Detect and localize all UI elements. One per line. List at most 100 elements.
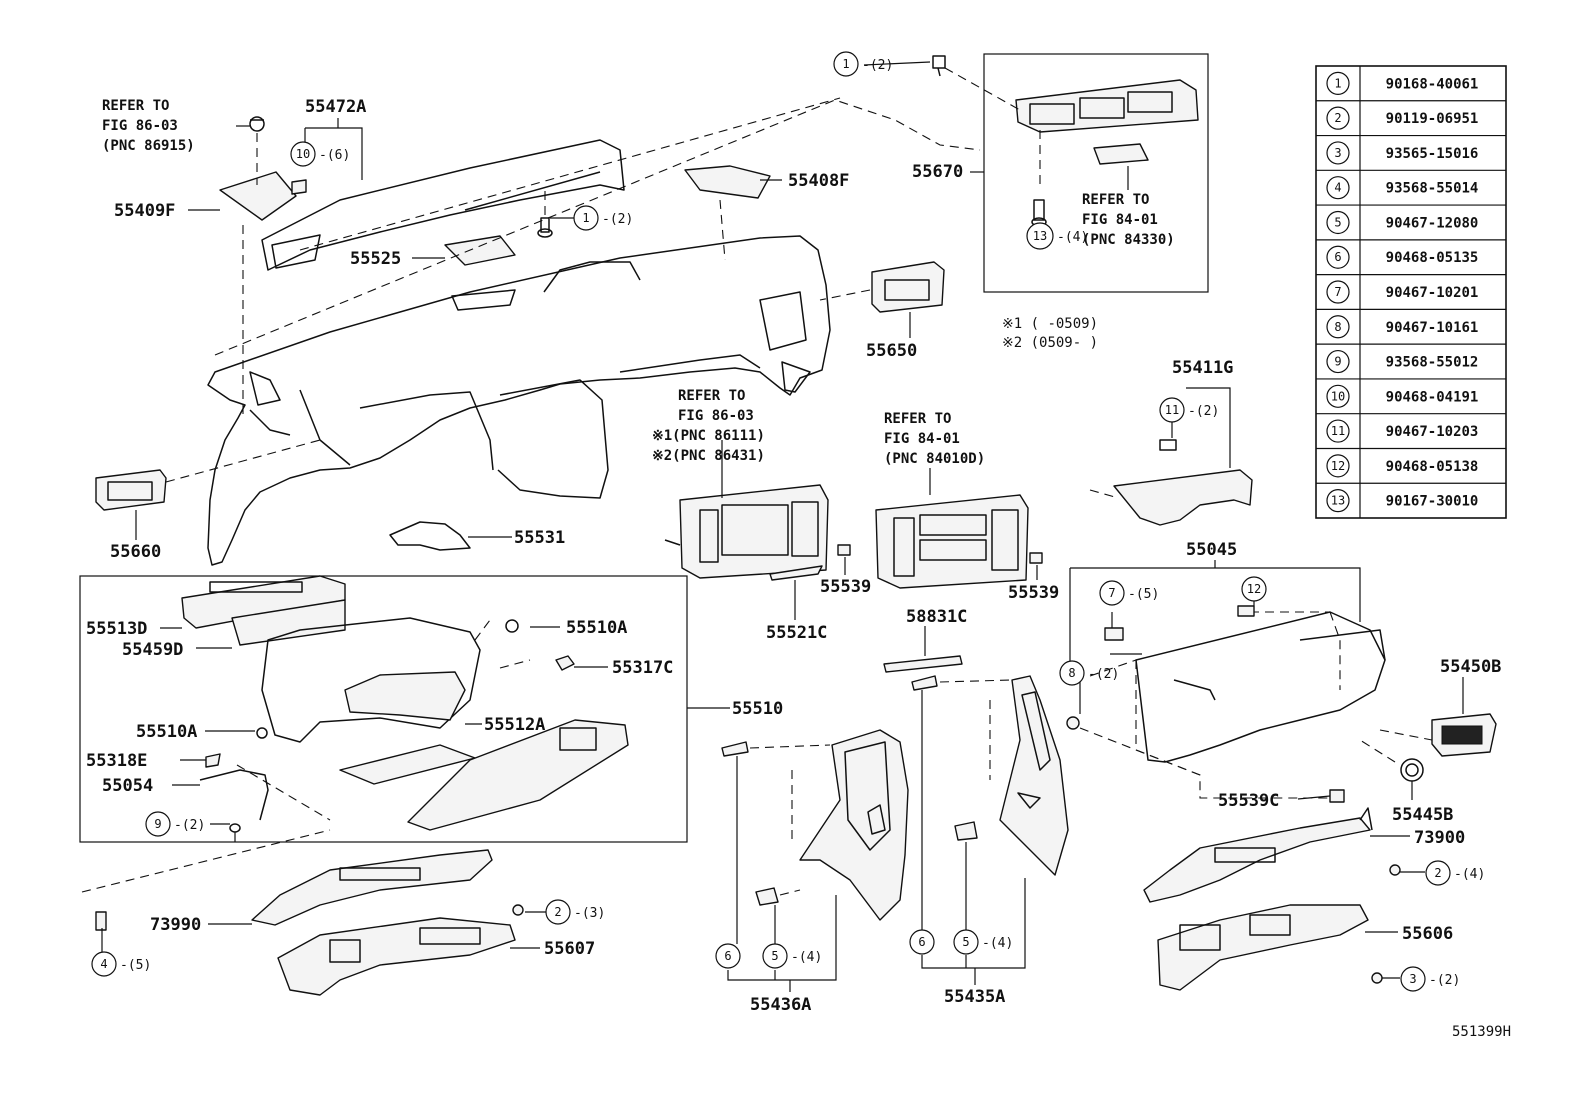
table-row-part-number: 90467-10161 [1386,320,1479,336]
table-row-callout-3 [1326,141,1350,165]
part-label-55436A: 55436A [750,995,811,1015]
clip-6-right-drawing [911,675,938,691]
svg-text:12: 12 [1247,582,1261,596]
ref4-line3: (PNC 84010D) [884,451,985,467]
reference-notes: REFER TO FIG 86-03 (PNC 86915) REFER TO … [102,98,1175,467]
part-label-58831C: 58831C [906,607,967,627]
reinforcement-73990-drawing [251,849,493,926]
glovebox-drawing [181,575,629,833]
svg-text:-(5): -(5) [1128,587,1159,602]
screw-top-drawing [932,55,946,77]
svg-text:-(4): -(4) [791,950,822,965]
table-row-part-number: 93568-55012 [1386,355,1479,371]
ref1-line3: (PNC 86915) [102,138,195,154]
ref4-line1: REFER TO [884,411,951,427]
svg-text:4: 4 [100,957,107,971]
table-row-callout-6 [1326,245,1350,269]
svg-text:-(2): -(2) [862,58,893,73]
svg-text:-(2): -(2) [602,212,633,227]
ref4-line2: FIG 84-01 [884,431,960,447]
part-label-55445B: 55445B [1392,805,1453,825]
note-1: ※1 ( -0509) [1002,316,1098,332]
callout-13: 13-(4) [1026,222,1088,250]
part-label-55607: 55607 [544,939,595,959]
part-label-55670: 55670 [912,162,963,182]
vent-group-box [983,53,1209,293]
part-label-55318E: 55318E [86,751,147,771]
callout-7: 7-(5) [1099,580,1159,606]
table-row-part-number: 90119-06951 [1386,111,1479,127]
part-label-55450B: 55450B [1440,657,1501,677]
svg-text:11: 11 [1165,403,1179,417]
part-label-55539-b: 55539 [1008,583,1059,603]
table-row-num: 6 [1334,250,1341,264]
part-label-55531: 55531 [514,528,565,548]
table-row-num: 4 [1334,181,1341,195]
nav-unit-drawing [664,484,829,579]
part-label-55045: 55045 [1186,540,1237,560]
part-label-55408F: 55408F [788,171,849,191]
svg-text:-(4): -(4) [1454,867,1485,882]
table-row-part-number: 90467-10201 [1386,285,1479,301]
part-label-55472A: 55472A [305,97,366,117]
table-row-callout-11 [1326,419,1350,443]
clip-7-drawing [1104,627,1124,641]
ref1-line1: REFER TO [102,98,169,114]
callout-2-right: 2-(4) [1425,860,1485,886]
table-row-part-number: 93568-55014 [1386,181,1479,197]
callouts: 10-(6) 1-(2) 1-(2) 13-(4) 11-(2) 7-(5) 1… [91,51,1485,992]
callout-8: 8 -(2) [1059,660,1119,686]
svg-text:1: 1 [842,57,849,71]
svg-text:6: 6 [724,949,731,963]
table-row-num: 3 [1334,146,1341,160]
table-row-part-number: 93565-15016 [1386,146,1479,162]
part-label-55459D: 55459D [122,640,183,660]
svg-text:-(2): -(2) [174,818,205,833]
svg-text:-(3): -(3) [574,906,605,921]
table-row-callout-7 [1326,280,1350,304]
ref3-line4: ※2(PNC 86431) [652,448,765,464]
part-label-55513D: 55513D [86,619,147,639]
lower-cover-55607-drawing [277,917,516,996]
knob-55445b-drawing [1400,758,1424,782]
part-label-55409F: 55409F [114,201,175,221]
svg-text:-(2): -(2) [1188,404,1219,419]
bezel-55521c-drawing [769,565,823,581]
callout-2-left: 2-(3) [545,899,605,925]
side-vent-55650-drawing [871,261,945,313]
part-label-55512A: 55512A [484,715,545,735]
svg-text:5: 5 [771,949,778,963]
table-row-callout-9 [1326,349,1350,374]
ref2-line2: FIG 84-01 [1082,212,1158,228]
part-label-55054: 55054 [102,776,153,796]
clip-8-drawing [1066,716,1080,730]
table-row-part-number: 90468-04191 [1386,389,1479,405]
plate-58831c-drawing [883,655,963,673]
table-row-num: 13 [1331,494,1345,508]
svg-text:5: 5 [962,935,969,949]
svg-text:8: 8 [1068,666,1075,680]
reinforcement-73900-drawing [1143,807,1373,903]
ref2-line1: REFER TO [1082,192,1149,208]
lower-cover-55606-drawing [1157,904,1369,991]
callout-4: 4-(5) [91,951,151,977]
callout-6-right: 6 [909,929,935,955]
note-2: ※2 (0509- ) [1002,335,1098,351]
svg-text:10: 10 [296,147,310,161]
callout-9: 9-(2) [145,811,205,837]
clip-5-right-drawing [954,821,978,841]
table-row-callout-10 [1326,384,1350,408]
clip-6-left-drawing [721,741,749,757]
table-row-num: 2 [1334,111,1341,125]
svg-text:-(2): -(2) [1429,973,1460,988]
part-label-55411G: 55411G [1172,358,1233,378]
part-label-55650: 55650 [866,341,917,361]
callout-1-top: 1 -(2) [833,51,893,77]
cover-55408f-drawing [684,165,771,199]
part-label-73900: 73900 [1414,828,1465,848]
part-label-55539C: 55539C [1218,791,1279,811]
svg-text:-(2): -(2) [1088,667,1119,682]
figure-id: 551399H [1452,1024,1511,1040]
